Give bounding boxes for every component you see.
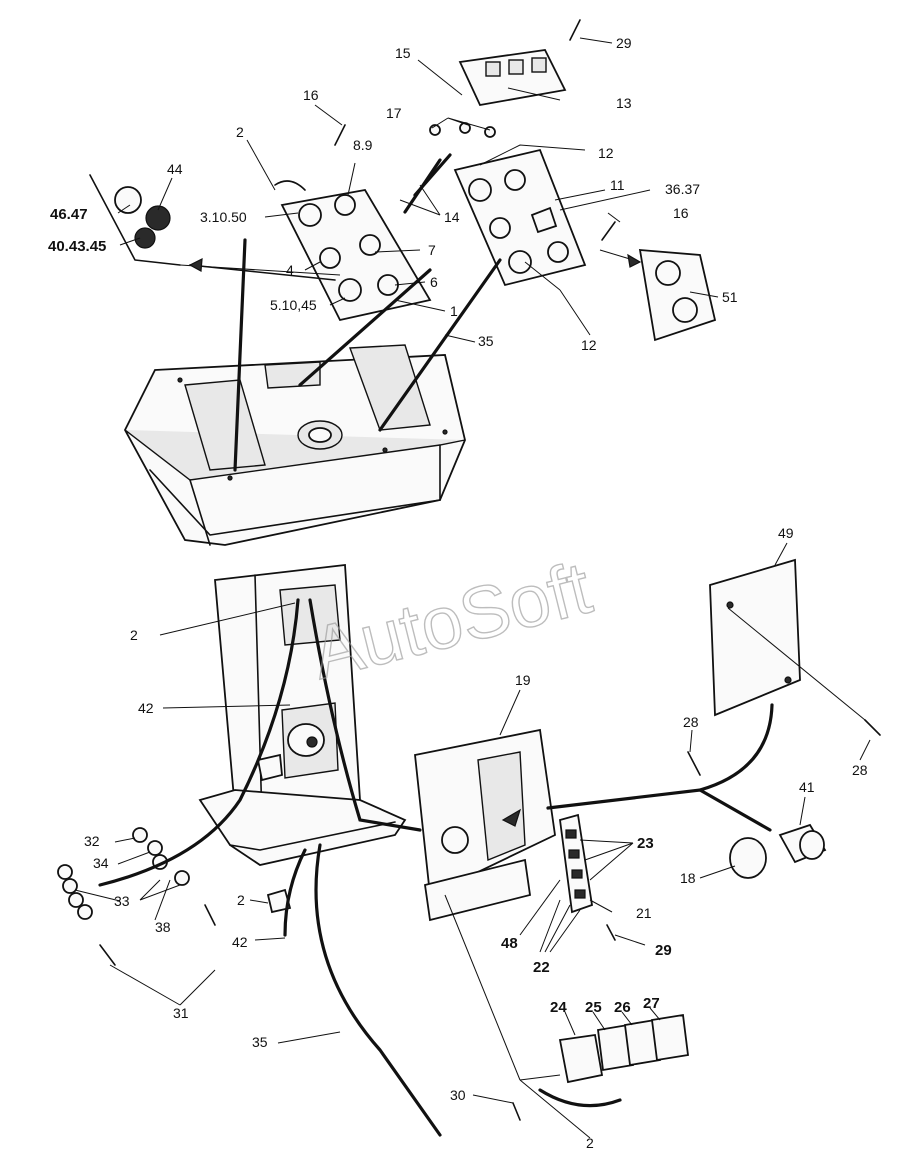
callout-labels: 29 15 13 16 17 2 8.9 12 44 46.47 3.10.50… <box>48 35 868 1151</box>
callout-21: 21 <box>636 905 652 921</box>
callout-44: 44 <box>167 161 183 177</box>
callout-30: 30 <box>450 1087 466 1103</box>
callout-46-47: 46.47 <box>50 206 88 223</box>
switch-plate-51 <box>638 249 717 342</box>
callout-49: 49 <box>778 525 794 541</box>
callout-36-37: 36.37 <box>665 181 700 197</box>
callout-25: 25 <box>585 999 602 1016</box>
callout-41: 41 <box>799 779 815 795</box>
callout-2-bottom: 2 <box>586 1135 594 1151</box>
left-switch-panel <box>274 180 432 322</box>
callout-4: 4 <box>286 262 294 278</box>
callout-26: 26 <box>614 999 631 1016</box>
callout-3-10-50: 3.10.50 <box>200 209 247 225</box>
callout-24: 24 <box>550 999 567 1016</box>
callout-42-lower: 42 <box>232 934 248 950</box>
callout-33: 33 <box>114 893 130 909</box>
callout-13: 13 <box>616 95 632 111</box>
wiring-harness <box>98 153 774 1137</box>
fuse-board-19 <box>414 728 556 922</box>
callout-16-right: 16 <box>673 205 689 221</box>
steering-column-pedestal <box>198 563 407 866</box>
callout-35-lower: 35 <box>252 1034 268 1050</box>
callout-23: 23 <box>637 835 654 852</box>
callout-12-lower: 12 <box>581 337 597 353</box>
callout-8-9: 8.9 <box>353 137 373 153</box>
callout-12-upper: 12 <box>598 145 614 161</box>
relay-strip <box>559 813 594 914</box>
bulb-41 <box>778 823 827 864</box>
callout-31: 31 <box>173 1005 189 1021</box>
callout-6: 6 <box>430 274 438 290</box>
callout-32: 32 <box>84 833 100 849</box>
right-switch-panel <box>453 148 587 287</box>
callout-19: 19 <box>515 672 531 688</box>
callout-2-column: 2 <box>130 627 138 643</box>
callout-2-upper: 2 <box>236 124 244 140</box>
indicator-block <box>429 49 567 138</box>
callout-14: 14 <box>444 209 460 225</box>
callout-7: 7 <box>428 242 436 258</box>
callout-29-lower: 29 <box>655 942 672 959</box>
watermark-text: AutoSoft <box>303 546 599 695</box>
cover-plate-49 <box>709 558 801 717</box>
callout-38: 38 <box>155 919 171 935</box>
callout-16-upper: 16 <box>303 87 319 103</box>
callout-42-upper: 42 <box>138 700 154 716</box>
ignition-sub-panel <box>89 174 181 266</box>
callout-11: 11 <box>610 177 625 193</box>
callout-35-upper: 35 <box>478 333 494 349</box>
callout-27: 27 <box>643 995 660 1012</box>
callout-2-plug: 2 <box>237 892 245 908</box>
callout-28-left: 28 <box>683 714 699 730</box>
screws <box>334 19 881 1121</box>
leader-lines <box>74 37 871 1139</box>
relays-24-27 <box>558 1013 690 1084</box>
callout-28-right: 28 <box>852 762 868 778</box>
callout-22: 22 <box>533 959 550 976</box>
lamp-18 <box>729 837 767 879</box>
console-housing <box>123 344 466 546</box>
callout-1: 1 <box>450 303 458 319</box>
callout-5-10-45: 5.10,45 <box>270 297 317 313</box>
callout-17: 17 <box>386 105 402 121</box>
callout-29-top: 29 <box>616 35 632 51</box>
callout-40-43-45: 40.43.45 <box>48 238 106 255</box>
callout-34: 34 <box>93 855 109 871</box>
callout-15: 15 <box>395 45 411 61</box>
direction-arrows <box>188 253 642 281</box>
callout-51: 51 <box>722 289 738 305</box>
callout-18: 18 <box>680 870 696 886</box>
callout-48: 48 <box>501 935 518 952</box>
